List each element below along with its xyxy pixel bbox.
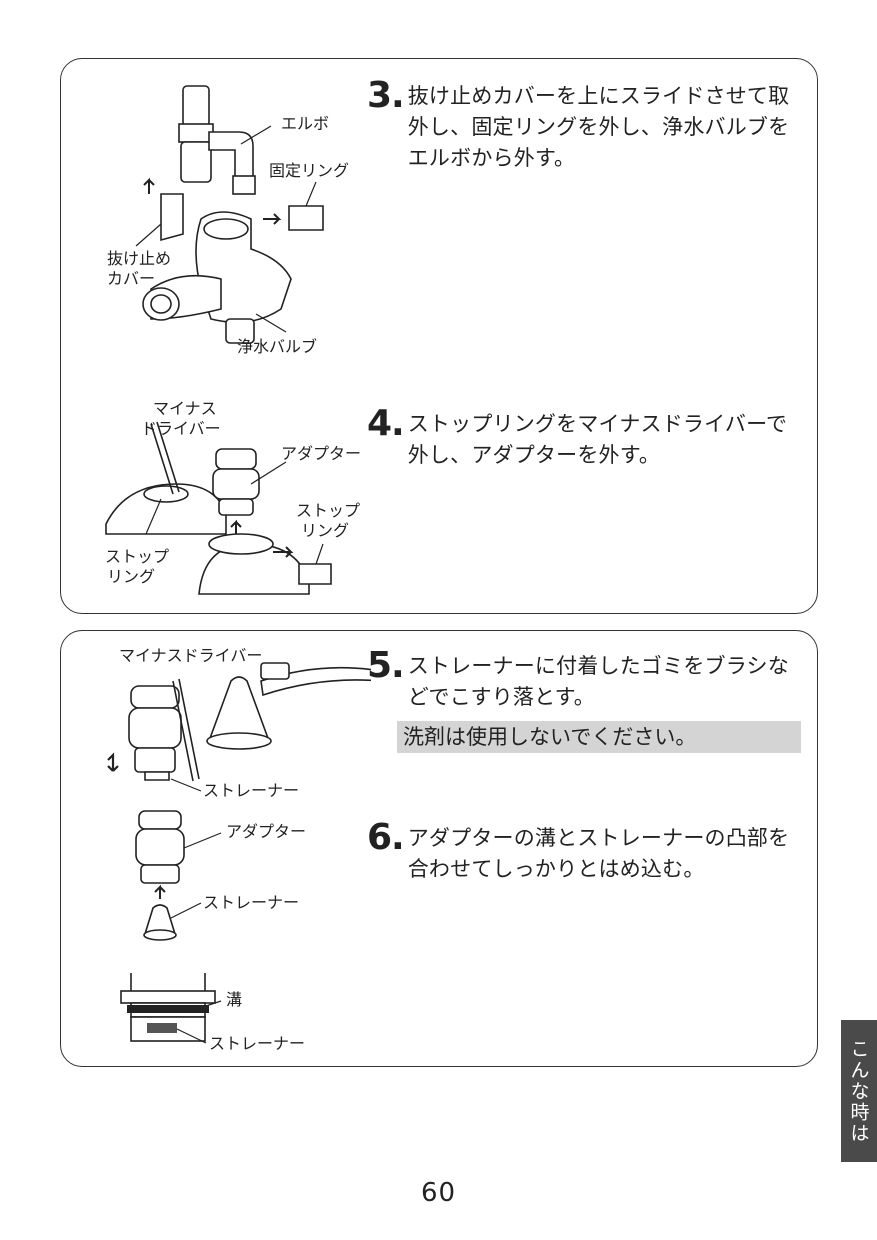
label-cover-2: カバー	[107, 269, 155, 288]
illustration-valve-removal: エルボ 固定リング 抜け止め カバー 浄水バルブ	[91, 74, 371, 364]
step-6: 6. アダプターの溝とストレーナーの凸部を合わせてしっかりとはめ込む。	[367, 817, 807, 885]
label-groove: 溝	[226, 990, 242, 1009]
label-elbow: エルボ	[281, 114, 329, 133]
step-5: 5. ストレーナーに付着したゴミをブラシなどでこすり落とす。 洗剤は使用しないで…	[367, 645, 807, 753]
step-3-number: 3.	[367, 75, 405, 116]
section-tab-label: こんな時は	[847, 1038, 870, 1144]
step-5-number: 5.	[367, 645, 405, 686]
step-4-text: ストップリングをマイナスドライバーで外し、アダプターを外す。	[407, 412, 788, 467]
step-4-number: 4.	[367, 403, 405, 444]
label-fixing-ring: 固定リング	[269, 161, 349, 180]
label-stop-ring-l1: ストップ	[105, 547, 169, 566]
step-6-number: 6.	[367, 817, 405, 858]
label-adapter: アダプター	[281, 444, 361, 463]
label-stop-ring-l2: リング	[107, 567, 155, 586]
label-driver-2: ドライバー	[141, 419, 221, 438]
step-5-text: ストレーナーに付着したゴミをブラシなどでこすり落とす。	[407, 654, 789, 709]
label-strainer-5: ストレーナー	[203, 781, 299, 800]
label-driver-1: マイナス	[153, 399, 217, 418]
step-6-text: アダプターの溝とストレーナーの凸部を合わせてしっかりとはめ込む。	[407, 826, 790, 881]
illustration-adapter-removal: マイナス ドライバー アダプター ストップ リング ストップ リング	[91, 394, 371, 599]
step-3: 3. 抜け止めカバーを上にスライドさせて取外し、固定リングを外し、浄水バルブをエ…	[367, 75, 807, 174]
step-3-text: 抜け止めカバーを上にスライドさせて取外し、固定リングを外し、浄水バルブをエルボか…	[407, 84, 790, 170]
step-4: 4. ストップリングをマイナスドライバーで外し、アダプターを外す。	[367, 403, 807, 471]
page-number: 60	[420, 1178, 457, 1208]
illustration-strainer-fitting: アダプター ストレーナー 溝 ストレーナー	[91, 803, 371, 1058]
section-tab: こんな時は	[841, 1020, 877, 1162]
illustration-strainer-cleaning: マイナスドライバー ストレーナー	[91, 641, 371, 801]
label-cover-1: 抜け止め	[107, 249, 171, 268]
label-stop-ring-r2: リング	[301, 521, 349, 540]
label-stop-ring-r1: ストップ	[296, 501, 360, 520]
label-strainer-6b: ストレーナー	[209, 1034, 305, 1053]
panel-steps-5-6: マイナスドライバー ストレーナー 5. ストレーナーに付着したゴミをブラシなどで…	[60, 630, 818, 1067]
label-strainer-6: ストレーナー	[203, 893, 299, 912]
label-valve: 浄水バルブ	[237, 337, 317, 356]
caution-note: 洗剤は使用しないでください。	[397, 721, 801, 753]
panel-steps-3-4: エルボ 固定リング 抜け止め カバー 浄水バルブ 3. 抜け止めカバーを上にスラ…	[60, 58, 818, 614]
label-adapter-6: アダプター	[226, 822, 306, 841]
label-driver-5: マイナスドライバー	[119, 646, 262, 665]
